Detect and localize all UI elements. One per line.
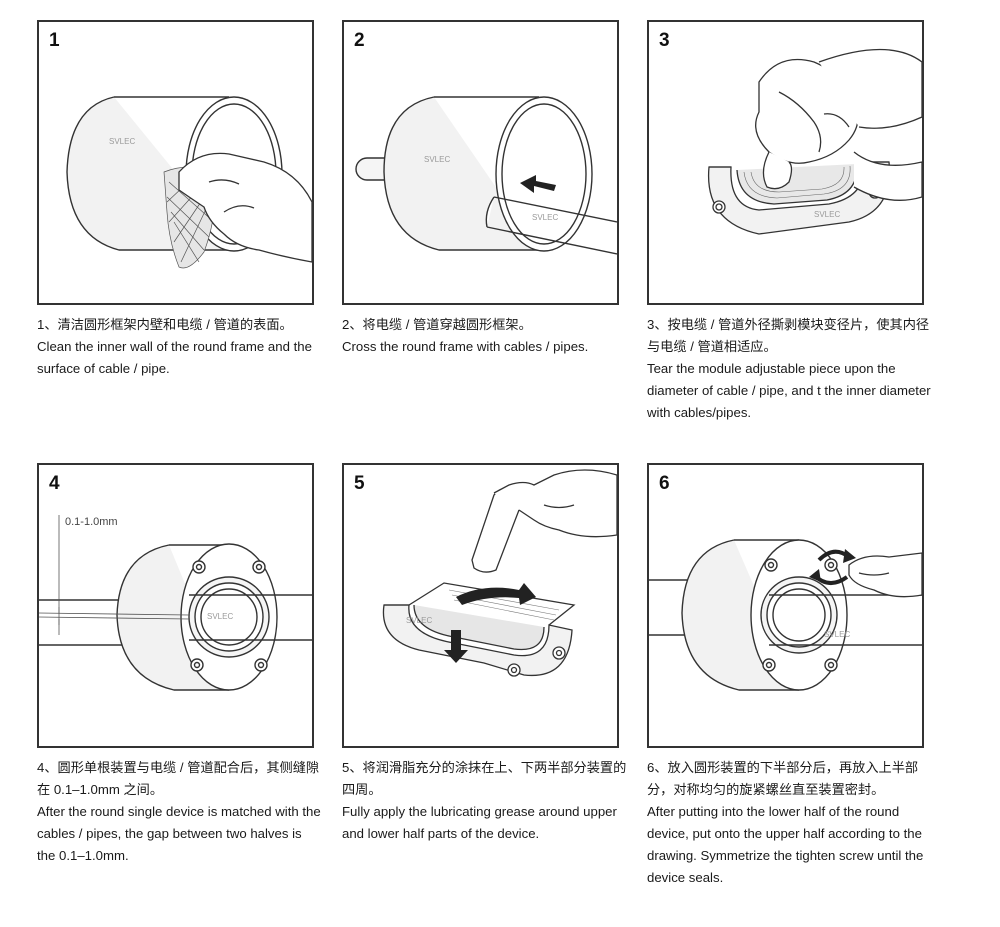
step-4-illustration: 4 0.1-1.0mm SVLEC (37, 463, 314, 748)
step-2-illustration: 2 SVLEC SVLEC (342, 20, 619, 305)
brand-logo: SVLEC (814, 210, 840, 219)
step-number: 1 (49, 30, 60, 51)
brand-logo-pipe: SVLEC (532, 213, 558, 222)
step-5-caption: 5、将润滑脂充分的涂抹在上、下两半部分装置的四周。 Fully apply th… (342, 757, 627, 845)
step-1-caption: 1、清洁圆形框架内壁和电缆 / 管道的表面。 Clean the inner w… (37, 314, 322, 380)
caption-english: Cross the round frame with cables / pipe… (342, 339, 589, 354)
brand-logo: SVLEC (207, 612, 233, 621)
caption-english: After the round single device is matched… (37, 804, 321, 863)
gap-check-drawing: 0.1-1.0mm SVLEC (39, 515, 312, 691)
caption-english: After putting into the lower half of the… (647, 804, 924, 885)
caption-chinese: 4、圆形单根装置与电缆 / 管道配合后，其侧缝隙在 0.1–1.0mm 之间。 (37, 760, 320, 797)
tighten-screws-drawing: SVLEC (649, 539, 922, 691)
step-1-illustration: 1 SVLEC (37, 20, 314, 305)
grease-apply-drawing: SVLEC (382, 469, 617, 677)
cross-frame-drawing: SVLEC SVLEC (355, 96, 617, 255)
caption-english: Tear the module adjustable piece upon th… (647, 361, 931, 420)
step-3-caption: 3、按电缆 / 管道外径撕剥模块变径片，使其内径与电缆 / 管道相适应。 Tea… (647, 314, 932, 424)
caption-chinese: 6、放入圆形装置的下半部分后，再放入上半部分，对称均匀的旋紧螺丝直至装置密封。 (647, 760, 919, 797)
step-6-illustration: 6 (647, 463, 924, 748)
step-number: 6 (659, 473, 670, 494)
caption-english: Fully apply the lubricating grease aroun… (342, 804, 617, 841)
gap-annotation: 0.1-1.0mm (65, 516, 118, 528)
step-number: 3 (659, 30, 670, 51)
step-number: 2 (354, 30, 365, 51)
brand-logo: SVLEC (406, 616, 432, 625)
caption-chinese: 5、将润滑脂充分的涂抹在上、下两半部分装置的四周。 (342, 760, 627, 797)
step-5-illustration: 5 SVLEC (342, 463, 619, 748)
clean-frame-drawing: SVLEC (66, 96, 312, 269)
step-number: 5 (354, 473, 365, 494)
step-2-caption: 2、将电缆 / 管道穿越圆形框架。 Cross the round frame … (342, 314, 627, 358)
step-3-illustration: 3 SVLEC (647, 20, 924, 305)
caption-chinese: 1、清洁圆形框架内壁和电缆 / 管道的表面。 (37, 317, 293, 332)
step-6-caption: 6、放入圆形装置的下半部分后，再放入上半部分，对称均匀的旋紧螺丝直至装置密封。 … (647, 757, 932, 889)
caption-chinese: 3、按电缆 / 管道外径撕剥模块变径片，使其内径与电缆 / 管道相适应。 (647, 317, 930, 354)
step-number: 4 (49, 473, 60, 494)
brand-logo: SVLEC (824, 630, 850, 639)
brand-logo: SVLEC (424, 155, 450, 164)
brand-logo: SVLEC (109, 137, 135, 146)
tear-module-drawing: SVLEC (707, 48, 922, 235)
caption-english: Clean the inner wall of the round frame … (37, 339, 312, 376)
caption-chinese: 2、将电缆 / 管道穿越圆形框架。 (342, 317, 532, 332)
step-4-caption: 4、圆形单根装置与电缆 / 管道配合后，其侧缝隙在 0.1–1.0mm 之间。 … (37, 757, 322, 867)
